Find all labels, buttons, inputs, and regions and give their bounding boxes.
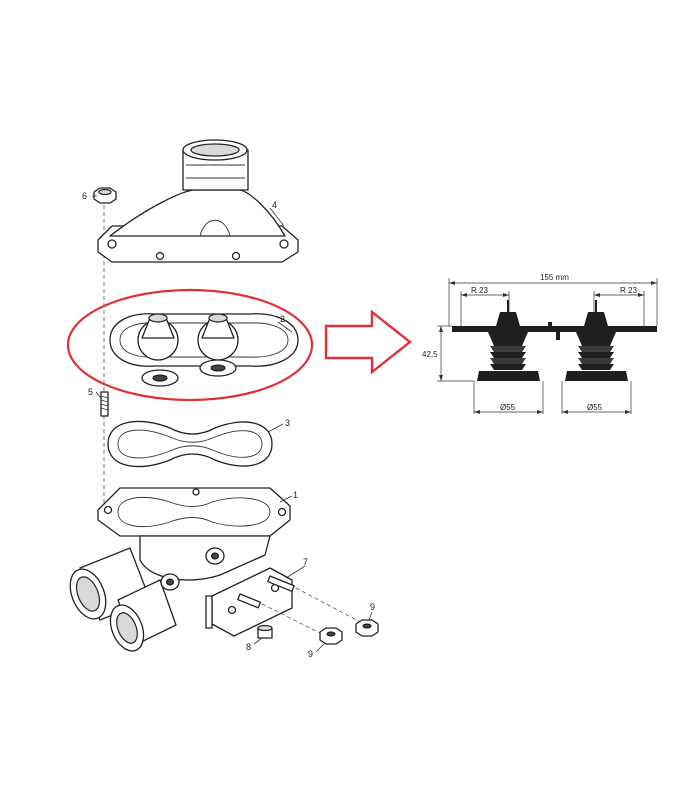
gasket: [107, 420, 273, 468]
thermostat-left: [477, 300, 540, 381]
callout-1: 1: [293, 490, 298, 500]
housing-cover: [97, 139, 299, 263]
stud: [100, 391, 109, 417]
cover-nut: [93, 187, 117, 204]
dimension-drawing: 155 mm R 23 R 23 42,5: [422, 273, 658, 414]
callout-7: 7: [303, 557, 308, 567]
radius-left-label: R 23: [471, 286, 488, 295]
nut-right: [355, 619, 379, 637]
housing-base: [69, 487, 291, 652]
callout-2: 2: [280, 314, 285, 324]
callout-5: 5: [88, 387, 93, 397]
thermostat-right: [565, 300, 628, 381]
total-width-label: 155 mm: [540, 273, 569, 282]
flange-plate: [452, 326, 657, 332]
axis-to-nut-left: [261, 603, 327, 637]
callout-3: 3: [285, 418, 290, 428]
callout-8: 8: [246, 642, 251, 652]
diameter-right-label: Ø55: [587, 403, 603, 412]
bolt: [257, 624, 273, 639]
axis-to-nut-right: [295, 587, 365, 625]
diameter-left-label: Ø55: [500, 403, 516, 412]
exploded-view: 6 4 2 5 3 1 7 8 9 9: [66, 139, 379, 659]
highlight-ellipse: [66, 288, 314, 402]
arrow-icon: [324, 309, 412, 375]
callout-4: 4: [272, 200, 277, 210]
mounting-bracket: [205, 567, 295, 637]
height-label: 42,5: [422, 350, 438, 359]
callout-9-right: 9: [370, 602, 375, 612]
callout-6: 6: [82, 191, 87, 201]
callout-9-left: 9: [308, 649, 313, 659]
nut-left: [319, 627, 343, 645]
radius-right-label: R 23: [620, 286, 637, 295]
twin-thermostat: [109, 313, 299, 387]
